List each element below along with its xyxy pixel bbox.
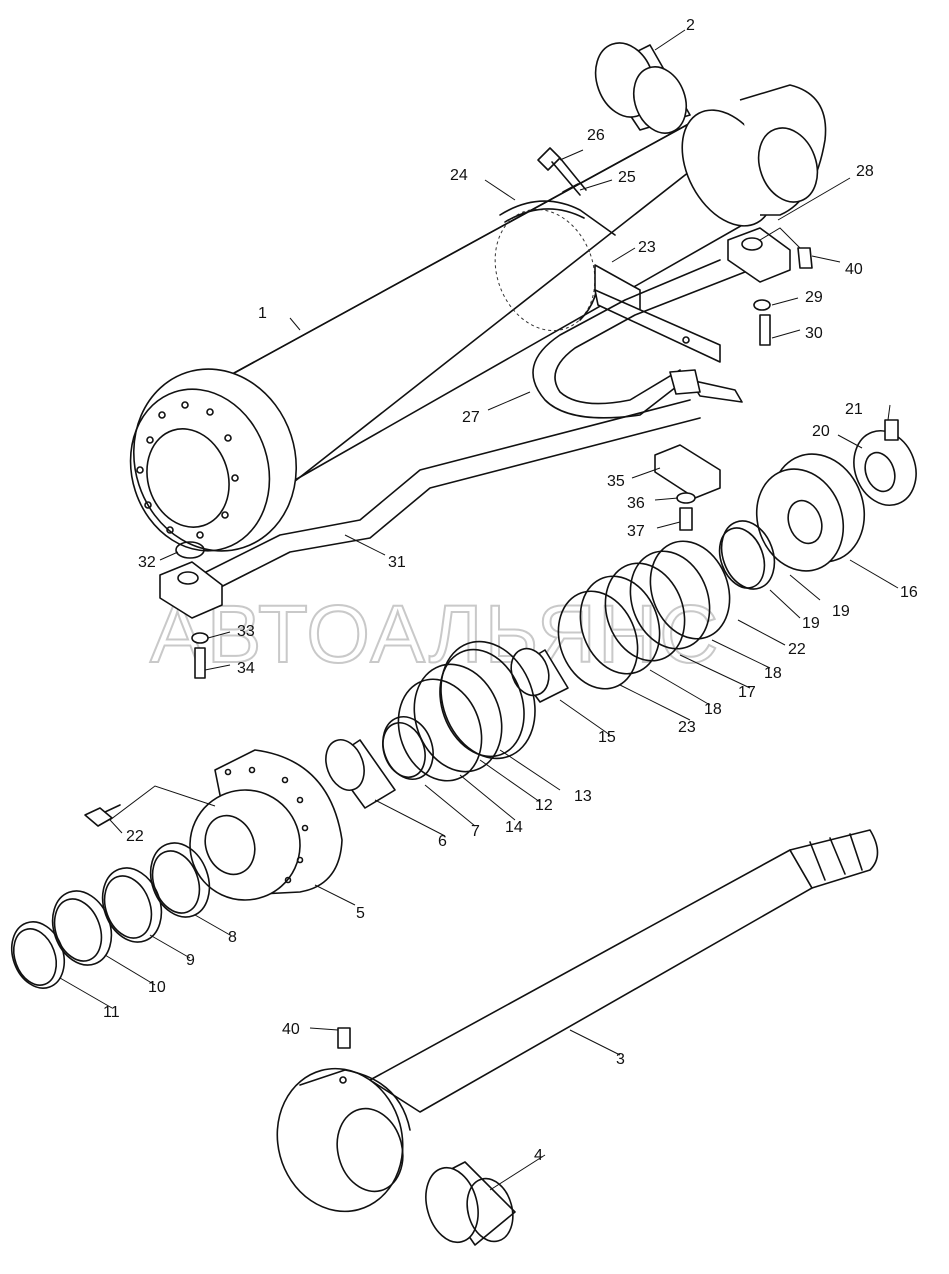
bushing-6 [325,739,396,809]
callout-8: 8 [228,929,237,946]
pin-27 [562,183,579,193]
washer-35 [191,632,209,644]
callout-37: 35 [607,473,625,490]
ring-18-bottom [579,575,661,675]
callout-5: 5 [356,905,365,922]
support-block-37 [654,444,721,499]
callout-30: 28 [856,163,874,180]
callout-19a: 22 [788,641,806,658]
callout-10: 10 [148,979,166,996]
seal-10 [51,890,113,966]
callout-35: 33 [237,623,255,640]
nut-22 [853,430,917,506]
seal-11 [10,921,66,989]
ring-19-bottom [557,590,639,690]
bolt-36 [194,647,206,679]
bolt-32 [759,314,771,346]
callout-28: 26 [587,127,605,144]
callout-23: 21 [845,401,863,418]
callout-38: 36 [627,495,645,512]
callout-18b: 18 [704,701,722,718]
bushing-2 [594,42,691,134]
callout-32: 30 [805,325,823,342]
callout-16: 16 [900,584,918,601]
callout-1: 1 [258,305,267,322]
callout-11: 11 [103,1004,120,1021]
ring-18-top [629,550,711,650]
leader-lines [59,29,899,1191]
callout-13: 13 [574,788,592,805]
callout-26: 24 [450,167,468,184]
callout-17: 17 [738,684,756,701]
callout-7: 7 [471,823,480,840]
ring-19-top [649,540,731,640]
callout-34: 32 [138,554,156,571]
screw-28 [537,147,587,196]
callout-19b: 23 [678,719,696,736]
flange-front [159,561,223,619]
callout-12: 12 [535,797,553,814]
piston-16 [755,453,866,572]
seal-9 [101,867,163,943]
callout-15: 15 [598,729,616,746]
bolt-24 [84,804,121,827]
callout-40b: 40 [282,1021,300,1038]
callout-25: 23 [638,239,656,256]
o-ring-34 [175,541,205,559]
washer-38 [676,492,696,504]
callout-14: 14 [505,819,523,836]
gland-5 [189,749,343,901]
callout-6: 6 [438,833,447,850]
set-screw-23 [884,419,899,441]
callout-24: 22 [126,828,144,845]
ring-21 [718,520,776,590]
callout-2: 2 [686,17,695,34]
bolt-39 [679,507,693,531]
callout-20: 19 [802,615,820,632]
cylinder-barrel [129,84,827,552]
tube-29 [532,259,746,419]
bushing-4 [425,1161,516,1246]
piston-rod-3 [276,829,879,1213]
flange-30 [727,227,791,283]
callout-33: 31 [388,554,406,571]
callout-31: 29 [805,289,823,306]
tube-33 [189,399,701,596]
washer-31 [753,299,771,311]
callout-18a: 18 [764,665,782,682]
ring-12 [413,663,503,773]
callout-3: 3 [616,1051,625,1068]
callout-39: 37 [627,523,645,540]
grease-fitting-40-top [797,247,813,269]
callout-4: 4 [534,1147,543,1164]
callout-9: 9 [186,952,195,969]
callout-29: 27 [462,409,480,426]
ring-17 [604,562,686,662]
callout-21: 19 [832,603,850,620]
ring-13 [439,640,536,760]
grease-fitting-40-bottom [337,1027,351,1049]
callout-labels: 2 1 24 25 26 23 28 40 29 30 27 31 32 33 … [103,17,918,1164]
callout-36: 34 [237,660,255,677]
callout-27: 25 [618,169,636,186]
watermark: АВТОАЛЬЯНС [150,589,720,680]
callout-22: 20 [812,423,830,440]
bracket-25 [594,264,721,363]
callout-40a: 40 [845,261,863,278]
ring-7 [382,716,434,780]
ring-14 [397,678,483,782]
